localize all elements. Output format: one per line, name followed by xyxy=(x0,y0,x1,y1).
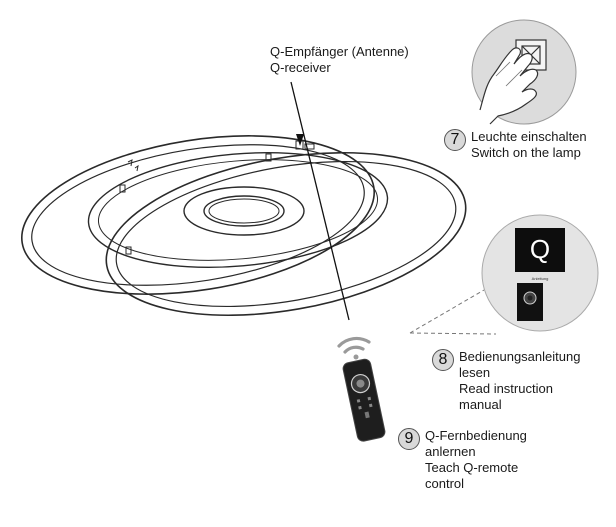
step-7-text: Leuchte einschalten Switch on the lamp xyxy=(471,129,587,161)
hand-switch-icon xyxy=(479,47,539,125)
receiver-label-de: Q-Empfänger (Antenne) xyxy=(270,44,409,59)
lamp-bracket xyxy=(119,184,126,193)
manual-callout: Q Anleitung xyxy=(409,214,599,335)
receiver-pointer-arrowhead xyxy=(296,134,304,146)
step-7-line: Leuchte einschalten xyxy=(471,129,587,144)
lamp-bracket xyxy=(304,143,315,150)
lamp-ring-right-inner xyxy=(115,160,457,308)
step-8: 8 Bedienungsanleitung lesen Read instruc… xyxy=(432,349,580,413)
step-8-line: manual xyxy=(459,397,502,412)
step-number-7: 7 xyxy=(444,129,466,151)
step-9-line: anlernen xyxy=(425,444,476,459)
lamp-ring-left-inner xyxy=(31,144,365,286)
lamp-ring-right-outer xyxy=(105,151,467,317)
lamp-bracket xyxy=(125,246,132,255)
lamp-clip xyxy=(127,159,139,172)
remote-control-icon xyxy=(342,358,386,442)
lamp-center-disc-inner xyxy=(208,198,280,224)
lamp-ring-left-outer xyxy=(21,135,375,295)
q-logo-icon: Q xyxy=(530,234,550,264)
step-8-line: lesen xyxy=(459,365,491,380)
lamp-middle-disc-inner xyxy=(97,159,379,261)
step-8-line: Read instruction xyxy=(459,381,553,396)
lamp-center-disc-outer xyxy=(183,186,305,236)
lamp-middle-disc-outer xyxy=(87,152,389,268)
ceiling-lamp xyxy=(21,135,467,317)
lamp-center-disc-mid xyxy=(203,195,285,227)
step-8-line: Bedienungsanleitung xyxy=(459,349,581,364)
step-number-9: 9 xyxy=(398,428,420,450)
step-8-text: Bedienungsanleitung lesen Read instructi… xyxy=(459,349,580,413)
step-7: 7 Leuchte einschalten Switch on the lamp xyxy=(444,129,587,161)
switch-illustration xyxy=(471,19,577,125)
step-number-8: 8 xyxy=(432,349,454,371)
step-7-line: Switch on the lamp xyxy=(471,145,581,160)
receiver-pointer-line xyxy=(290,81,350,321)
step-9: 9 Q-Fernbedienung anlernen Teach Q-remot… xyxy=(398,428,527,492)
step-9-line: Teach Q-remote xyxy=(425,460,519,475)
manual-caption: Anleitung xyxy=(532,276,549,281)
lamp-bracket xyxy=(265,153,272,162)
step-9-line: Q-Fernbedienung xyxy=(425,428,527,443)
receiver-label: Q-Empfänger (Antenne) Q-receiver xyxy=(270,44,409,76)
manual-cover xyxy=(515,228,565,272)
wifi-signal-icon xyxy=(337,336,371,360)
receiver-label-en: Q-receiver xyxy=(270,60,331,75)
step-9-text: Q-Fernbedienung anlernen Teach Q-remote … xyxy=(425,428,527,492)
step-9-line: control xyxy=(425,476,465,491)
